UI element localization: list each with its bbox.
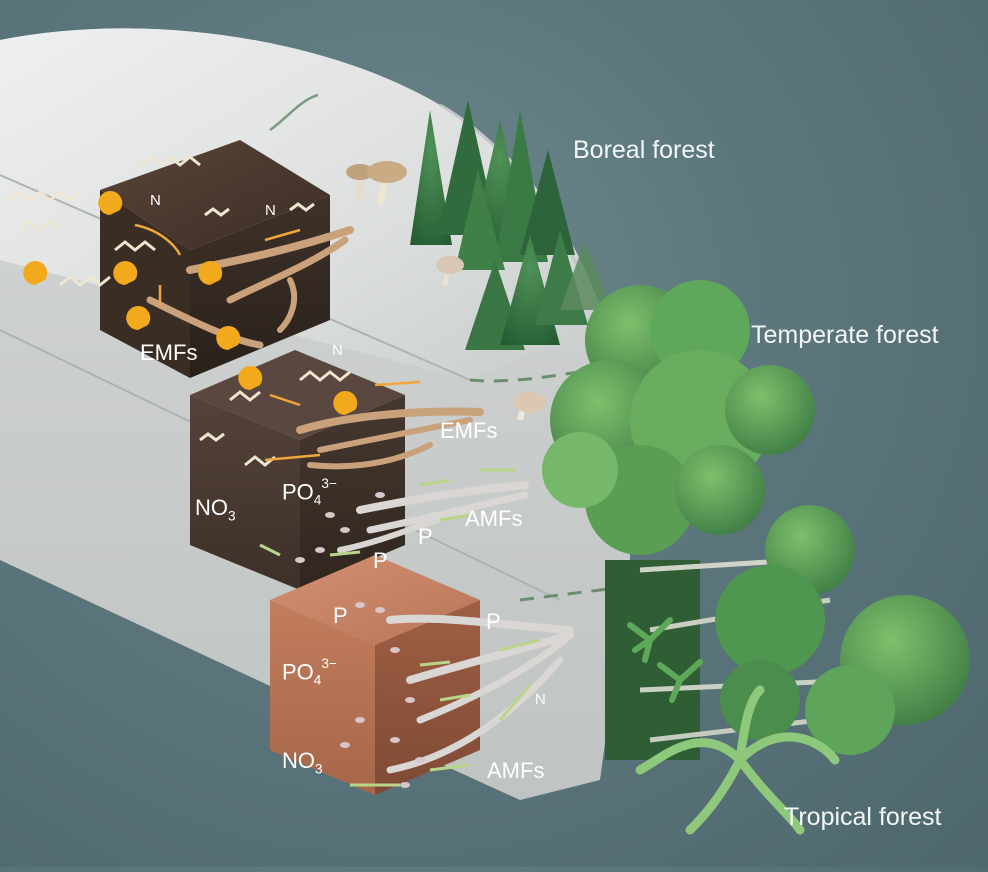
boreal-mushrooms xyxy=(346,161,546,421)
label-po4-tropical: PO43− xyxy=(282,657,337,688)
nutrient-particles xyxy=(295,492,425,788)
temperate-trees xyxy=(542,280,815,555)
enzymes xyxy=(23,191,358,415)
label-p-tropical-2: P xyxy=(486,609,501,634)
label-boreal-forest: Boreal forest xyxy=(573,136,715,164)
po4-tropical-sup: 3− xyxy=(321,656,337,672)
no3-tropical-sub: 3 xyxy=(315,761,323,777)
label-p-temperate-2: P xyxy=(373,548,388,573)
enzyme-arrows xyxy=(134,223,421,462)
label-n-tropical: N xyxy=(535,691,546,708)
amf-hyphae xyxy=(337,481,574,774)
label-no3-temperate: NO3 xyxy=(195,497,236,523)
nutrient-arrows xyxy=(259,468,541,787)
label-po4-temperate: PO43− xyxy=(282,477,337,508)
po4-temperate-sub: 4 xyxy=(313,492,322,508)
label-tropical-forest: Tropical forest xyxy=(784,803,942,831)
no3-temperate-sub: 3 xyxy=(228,508,236,524)
po4-temperate-base: PO xyxy=(282,479,314,505)
po4-temperate-sup: 3− xyxy=(321,476,337,492)
boreal-trees xyxy=(410,100,612,350)
label-p-temperate-1: P xyxy=(418,524,433,549)
label-no3-tropical: NO3 xyxy=(282,750,323,776)
label-emfs-boreal: EMFs xyxy=(140,340,198,365)
label-temperate-forest: Temperate forest xyxy=(751,321,939,349)
label-n-boreal-2: N xyxy=(265,202,276,219)
po4-tropical-base: PO xyxy=(282,659,314,685)
label-amfs-tropical: AMFs xyxy=(487,758,545,783)
no3-temperate-base: NO xyxy=(195,495,228,520)
po4-tropical-sub: 4 xyxy=(313,672,322,688)
label-amfs-temperate: AMFs xyxy=(465,506,523,531)
label-p-tropical-1: P xyxy=(333,603,348,628)
label-n-boreal-1: N xyxy=(150,192,161,209)
label-emfs-temperate: EMFs xyxy=(440,418,498,443)
tropical-trees xyxy=(605,505,970,835)
label-n-temperate: N xyxy=(332,342,343,359)
organic-molecules xyxy=(9,155,351,467)
no3-tropical-base: NO xyxy=(282,748,315,773)
